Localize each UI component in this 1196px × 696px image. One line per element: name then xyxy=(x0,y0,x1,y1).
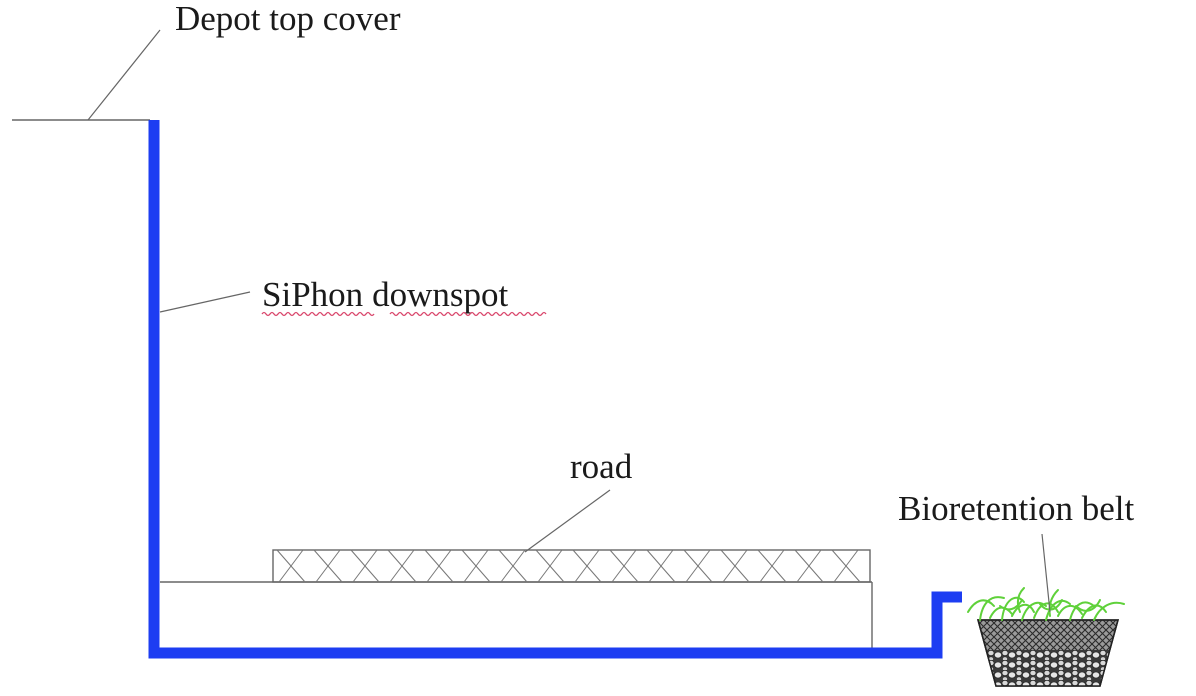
road-hatch-stroke xyxy=(572,549,588,567)
road-hatch-stroke xyxy=(734,549,748,567)
road-hatch-stroke xyxy=(685,565,699,583)
siphon-word: SiPhon xyxy=(262,275,363,314)
road-hatch-stroke xyxy=(463,565,477,583)
road-hatch-stroke xyxy=(424,549,440,567)
road-hatch-stroke xyxy=(683,549,699,567)
road-hatch-stroke xyxy=(759,565,773,583)
depot-top-cover-label: Depot top cover xyxy=(175,0,401,38)
road-hatch-stroke xyxy=(574,565,588,583)
road-hatch-stroke xyxy=(387,549,403,567)
road-label: road xyxy=(570,447,633,486)
road-hatch-stroke xyxy=(549,565,565,583)
road-hatch-stroke xyxy=(290,565,306,583)
road-hatch-stroke xyxy=(535,549,551,567)
road-hatch-stroke xyxy=(475,565,491,583)
road-hatch-stroke xyxy=(364,549,378,567)
downspot-word: downspot xyxy=(372,275,508,314)
road-hatch-stroke xyxy=(313,549,329,567)
road-hatch-stroke xyxy=(771,565,787,583)
road-hatch-pattern xyxy=(276,549,861,583)
road-hatch-stroke xyxy=(796,565,810,583)
road-hatch-stroke xyxy=(722,565,736,583)
road-hatch-stroke xyxy=(757,549,773,567)
road-hatch-stroke xyxy=(623,549,637,567)
siphon-leader-line xyxy=(159,291,251,313)
road-hatch-stroke xyxy=(660,565,676,583)
road-hatch-stroke xyxy=(808,549,822,567)
vegetation xyxy=(967,587,1125,621)
road-hatch-stroke xyxy=(720,549,736,567)
road-hatch-stroke xyxy=(438,549,452,567)
bioretention-belt-label: Bioretention belt xyxy=(898,489,1134,528)
road-hatch-stroke xyxy=(500,565,514,583)
road-hatch-stroke xyxy=(646,549,662,567)
road-hatch-stroke xyxy=(660,549,674,567)
road-hatch-stroke xyxy=(290,549,304,567)
road-hatch-stroke xyxy=(537,565,551,583)
spellcheck-underline-siphon xyxy=(261,311,375,317)
road-hatch-stroke xyxy=(611,565,625,583)
road-hatch-stroke xyxy=(352,565,366,583)
road-hatch-stroke xyxy=(278,565,292,583)
depot-leader-line xyxy=(87,29,161,121)
road-hatch-stroke xyxy=(276,549,292,567)
road-hatch-stroke xyxy=(648,565,662,583)
road-hatch-stroke xyxy=(461,549,477,567)
road-hatch-stroke xyxy=(831,549,847,567)
road-hatch-stroke xyxy=(475,549,489,567)
road-hatch-stroke xyxy=(549,549,563,567)
road-hatch-stroke xyxy=(512,549,526,567)
road-hatch-stroke xyxy=(401,565,417,583)
road-hatch-stroke xyxy=(327,549,341,567)
road-hatch-stroke xyxy=(845,549,859,567)
road-hatch-stroke xyxy=(771,549,785,567)
road-hatch-stroke xyxy=(327,565,343,583)
road-hatch-stroke xyxy=(845,565,861,583)
road-hatch-stroke xyxy=(350,549,366,567)
road-hatch-stroke xyxy=(426,565,440,583)
road-layer xyxy=(272,549,871,583)
basin-outline xyxy=(977,619,1119,687)
road-hatch-stroke xyxy=(364,565,380,583)
road-hatch-stroke xyxy=(833,565,847,583)
road-hatch-stroke xyxy=(794,549,810,567)
road-hatch-stroke xyxy=(438,565,454,583)
road-hatch-stroke xyxy=(623,565,639,583)
road-hatch-stroke xyxy=(512,565,528,583)
road-hatch-stroke xyxy=(609,549,625,567)
road-hatch-stroke xyxy=(586,565,602,583)
road-hatch-stroke xyxy=(315,565,329,583)
siphon-downspout-pipe xyxy=(148,120,962,659)
road-hatch-stroke xyxy=(498,549,514,567)
road-leader-line xyxy=(524,489,611,553)
road-hatch-stroke xyxy=(734,565,750,583)
bioretention-leader-line xyxy=(1041,533,1051,613)
road-hatch-stroke xyxy=(697,549,711,567)
spellcheck-underline-downspot xyxy=(389,311,547,317)
road-hatch-stroke xyxy=(586,549,600,567)
road-hatch-stroke xyxy=(808,565,824,583)
road-hatch-stroke xyxy=(401,549,415,567)
gravel-layer xyxy=(978,650,1118,686)
road-hatch-stroke xyxy=(697,565,713,583)
road-hatch-stroke xyxy=(389,565,403,583)
